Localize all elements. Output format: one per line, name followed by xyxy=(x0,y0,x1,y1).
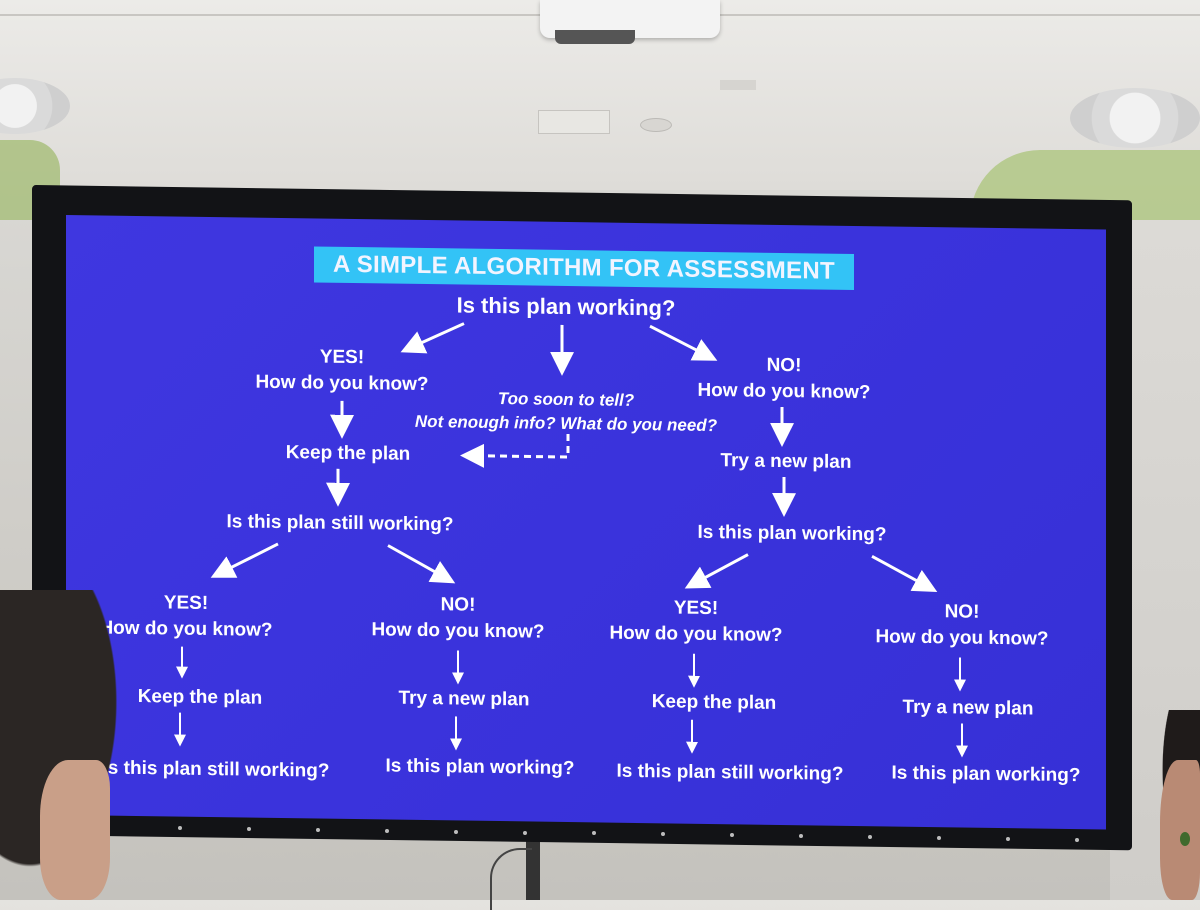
arrow-working-to-no xyxy=(871,554,938,592)
leaf-2-answer: NO! xyxy=(440,594,476,616)
earring xyxy=(1180,832,1190,846)
leaf-1-action: Keep the plan xyxy=(137,686,263,709)
no-action: Try a new plan xyxy=(720,450,852,473)
arrow-working-to-yes xyxy=(684,553,749,589)
ceiling-fixture xyxy=(538,110,610,134)
no-node: NO! How do you know? xyxy=(697,352,870,406)
ceiling-vent-right xyxy=(1070,88,1200,148)
frame-rivet xyxy=(799,834,803,839)
frame-rivet xyxy=(316,827,320,832)
leaf-2-followup: Is this plan working? xyxy=(385,755,575,780)
arrow-still-to-yes xyxy=(210,542,279,578)
yes-node: YES! How do you know? xyxy=(255,344,428,398)
arrow-root-to-no xyxy=(649,324,718,361)
frame-rivet xyxy=(385,828,389,833)
frame-rivet xyxy=(523,830,527,835)
frame-rivet xyxy=(730,833,734,838)
frame-rivet xyxy=(592,831,596,836)
leaf-4-question: How do you know? xyxy=(875,626,1049,650)
flowchart-arrows xyxy=(174,322,968,758)
arrow-root-to-yes xyxy=(400,322,465,354)
ceiling-sensor xyxy=(720,80,756,90)
leaf-4-action: Try a new plan xyxy=(902,696,1034,720)
leaf-3-action: Keep the plan xyxy=(651,691,777,714)
no-followup: Is this plan working? xyxy=(697,521,887,546)
frame-rivet xyxy=(661,832,665,837)
slide: A SIMPLE ALGORITHM FOR ASSESSMENT xyxy=(66,215,1106,830)
frame-rivet xyxy=(454,829,458,834)
no-question: How do you know? xyxy=(697,379,871,404)
yes-answer: YES! xyxy=(319,346,365,369)
leaf-4: NO! How do you know? xyxy=(875,598,1048,652)
unsure-node: Too soon to tell? Not enough info? What … xyxy=(415,386,717,438)
frame-rivet xyxy=(868,835,872,839)
ceiling-light xyxy=(640,118,672,132)
leaf-2-question: How do you know? xyxy=(371,619,545,643)
root-question: Is this plan working? xyxy=(456,292,676,321)
frame-rivet xyxy=(937,835,941,840)
arrow-still-to-no xyxy=(387,544,456,584)
projector-lens xyxy=(555,30,635,44)
unsure-line2: Not enough info? What do you need? xyxy=(414,411,718,436)
frame-rivet xyxy=(1006,836,1010,841)
leaf-4-followup: Is this plan working? xyxy=(891,762,1081,787)
yes-question: How do you know? xyxy=(255,371,429,396)
leaf-3-followup: Is this plan still working? xyxy=(616,760,844,785)
audience-face-right xyxy=(1160,760,1200,900)
arrow-unsure-to-keep xyxy=(460,433,570,468)
audience-neck-left xyxy=(40,760,110,900)
leaf-3: YES! How do you know? xyxy=(609,595,782,649)
leaf-3-question: How do you know? xyxy=(609,622,783,647)
frame-rivet xyxy=(247,826,251,831)
frame-rivet xyxy=(178,826,182,830)
leaf-2-action: Try a new plan xyxy=(398,687,530,711)
leaf-3-answer: YES! xyxy=(673,597,719,620)
no-answer: NO! xyxy=(766,354,802,377)
cable xyxy=(490,848,532,910)
leaf-4-answer: NO! xyxy=(944,601,980,623)
leaf-2: NO! How do you know? xyxy=(371,591,544,645)
yes-followup: Is this plan still working? xyxy=(226,511,454,536)
yes-action: Keep the plan xyxy=(285,442,411,465)
frame-rivet xyxy=(1075,837,1079,842)
